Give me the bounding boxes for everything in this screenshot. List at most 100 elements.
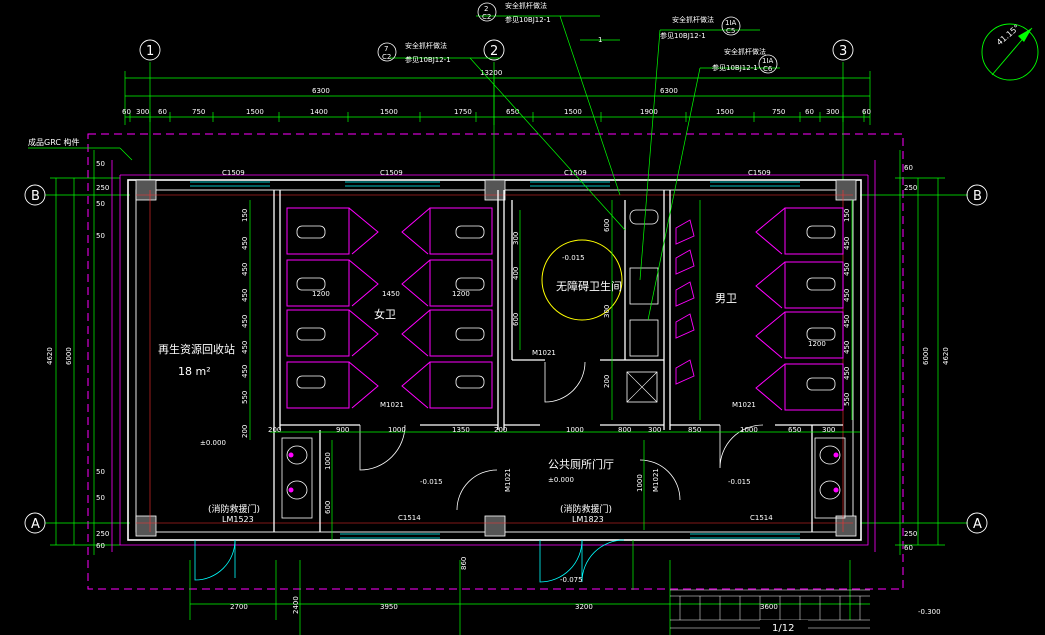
dim-bottom-3600: 3600 bbox=[760, 603, 778, 611]
svg-text:50: 50 bbox=[96, 160, 105, 168]
window-c1509-3: C1509 bbox=[564, 169, 587, 177]
dim-bottom-3200: 3200 bbox=[575, 603, 593, 611]
dim-right-4620: 4620 bbox=[942, 347, 950, 365]
dim-stall-1450: 1450 bbox=[382, 290, 400, 298]
room-lobby: 公共厕所门厅 bbox=[548, 457, 614, 471]
callout-3-num: 1IA bbox=[725, 19, 737, 27]
svg-text:200: 200 bbox=[494, 426, 507, 434]
svg-text:250: 250 bbox=[904, 184, 917, 192]
svg-text:60: 60 bbox=[158, 108, 167, 116]
room-men: 男卫 bbox=[715, 292, 737, 305]
svg-text:1000: 1000 bbox=[566, 426, 584, 434]
svg-text:60: 60 bbox=[122, 108, 131, 116]
callout-3-sub: C5 bbox=[726, 27, 735, 35]
window-c1514-2: C1514 bbox=[750, 514, 773, 522]
svg-text:300: 300 bbox=[822, 426, 835, 434]
svg-text:450: 450 bbox=[843, 263, 851, 276]
dim-bottom-860: 860 bbox=[460, 557, 468, 570]
bottom-dimension-lines bbox=[189, 540, 870, 635]
svg-text:450: 450 bbox=[241, 289, 249, 302]
svg-text:300: 300 bbox=[826, 108, 839, 116]
callout-3-ref: 参见10BJ12-1 bbox=[660, 31, 706, 40]
svg-text:300: 300 bbox=[648, 426, 661, 434]
svg-text:450: 450 bbox=[843, 237, 851, 250]
door-m1021-5: M1021 bbox=[652, 468, 660, 492]
svg-text:1500: 1500 bbox=[246, 108, 264, 116]
svg-text:900: 900 bbox=[336, 426, 349, 434]
svg-text:1000: 1000 bbox=[740, 426, 758, 434]
north-arrow-icon: 41.15° bbox=[981, 23, 1039, 81]
callout-2-sub: C2 bbox=[382, 53, 391, 61]
callout-bubbles bbox=[377, 2, 778, 74]
svg-text:60: 60 bbox=[96, 542, 105, 550]
exit-label-left: (消防救援门) bbox=[208, 503, 260, 515]
room-recycling: 再生资源回收站 bbox=[158, 342, 235, 356]
svg-text:60: 60 bbox=[904, 164, 913, 172]
dim-left-4620: 4620 bbox=[46, 347, 54, 365]
svg-text:1500: 1500 bbox=[380, 108, 398, 116]
scale-label: 1/12 bbox=[772, 623, 794, 634]
callout-4-ref: 参见10BJ12-1 bbox=[712, 63, 758, 72]
axis-label-3: 3 bbox=[839, 44, 847, 59]
axis-label-b-right: B bbox=[973, 189, 982, 204]
svg-text:450: 450 bbox=[843, 341, 851, 354]
svg-text:1350: 1350 bbox=[452, 426, 470, 434]
right-dimension-lines bbox=[895, 150, 945, 555]
callout-4-sub: C6 bbox=[763, 65, 773, 73]
callout-tick: 1 bbox=[598, 36, 602, 44]
grc-note: 成品GRC 构件 bbox=[28, 137, 80, 147]
outer-boundary bbox=[87, 133, 904, 590]
dim-stall-1200-b: 1200 bbox=[452, 290, 470, 298]
svg-text:750: 750 bbox=[192, 108, 205, 116]
exit-code-center: LM1823 bbox=[572, 515, 604, 524]
callout-2-title: 安全抓杆做法 bbox=[405, 41, 447, 50]
callout-leaders bbox=[390, 15, 780, 321]
room-recycling-area: 18 m² bbox=[178, 365, 211, 378]
svg-text:650: 650 bbox=[788, 426, 801, 434]
axis-label-a-right: A bbox=[973, 517, 982, 532]
svg-text:60: 60 bbox=[805, 108, 814, 116]
exterior-walls bbox=[127, 179, 862, 541]
room-women: 女卫 bbox=[374, 307, 396, 321]
door-m1021-2: M1021 bbox=[532, 349, 556, 357]
ramp-ticks bbox=[679, 596, 861, 620]
interior-walls bbox=[273, 190, 843, 532]
cladding bbox=[111, 160, 876, 552]
callout-4-num: 1IA bbox=[762, 57, 774, 65]
callout-2-num: 7 bbox=[384, 45, 388, 53]
door-m1021-4: M1021 bbox=[504, 468, 512, 492]
svg-text:250: 250 bbox=[96, 184, 109, 192]
svg-text:60: 60 bbox=[904, 544, 913, 552]
sinks bbox=[281, 437, 846, 519]
grid-lines bbox=[45, 62, 968, 524]
dim-overall: 13200 bbox=[480, 69, 502, 77]
svg-text:200: 200 bbox=[241, 425, 249, 438]
accessible-room bbox=[519, 200, 659, 420]
callout-1-num: 2 bbox=[484, 5, 488, 13]
red-reference-lines bbox=[136, 190, 853, 532]
svg-text:1750: 1750 bbox=[454, 108, 472, 116]
svg-text:50: 50 bbox=[96, 494, 105, 502]
dim-bottom-3950: 3950 bbox=[380, 603, 398, 611]
dim-half-left: 6300 bbox=[312, 87, 330, 95]
svg-text:450: 450 bbox=[241, 315, 249, 328]
svg-text:300: 300 bbox=[512, 232, 520, 245]
room-accessible: 无障碍卫生间 bbox=[556, 279, 622, 293]
svg-text:450: 450 bbox=[241, 365, 249, 378]
svg-text:300: 300 bbox=[603, 305, 611, 318]
dim-left-6000: 6000 bbox=[65, 347, 73, 365]
dim-bottom-2400: 2400 bbox=[292, 596, 300, 614]
callout-4-title: 安全抓杆做法 bbox=[724, 47, 766, 56]
svg-text:400: 400 bbox=[512, 267, 520, 280]
elev-lobby-left: -0.015 bbox=[420, 478, 443, 486]
svg-text:200: 200 bbox=[268, 426, 281, 434]
svg-text:1500: 1500 bbox=[716, 108, 734, 116]
women-stalls bbox=[286, 207, 493, 409]
svg-text:1000: 1000 bbox=[324, 452, 332, 470]
callout-1-sub: C2 bbox=[482, 13, 491, 21]
exit-code-left: LM1523 bbox=[222, 515, 254, 524]
men-stalls bbox=[755, 207, 844, 411]
elev-entrance: -0.075 bbox=[560, 576, 583, 584]
right-small-dims: 250 60 250 60 bbox=[904, 164, 917, 552]
svg-text:600: 600 bbox=[603, 219, 611, 232]
